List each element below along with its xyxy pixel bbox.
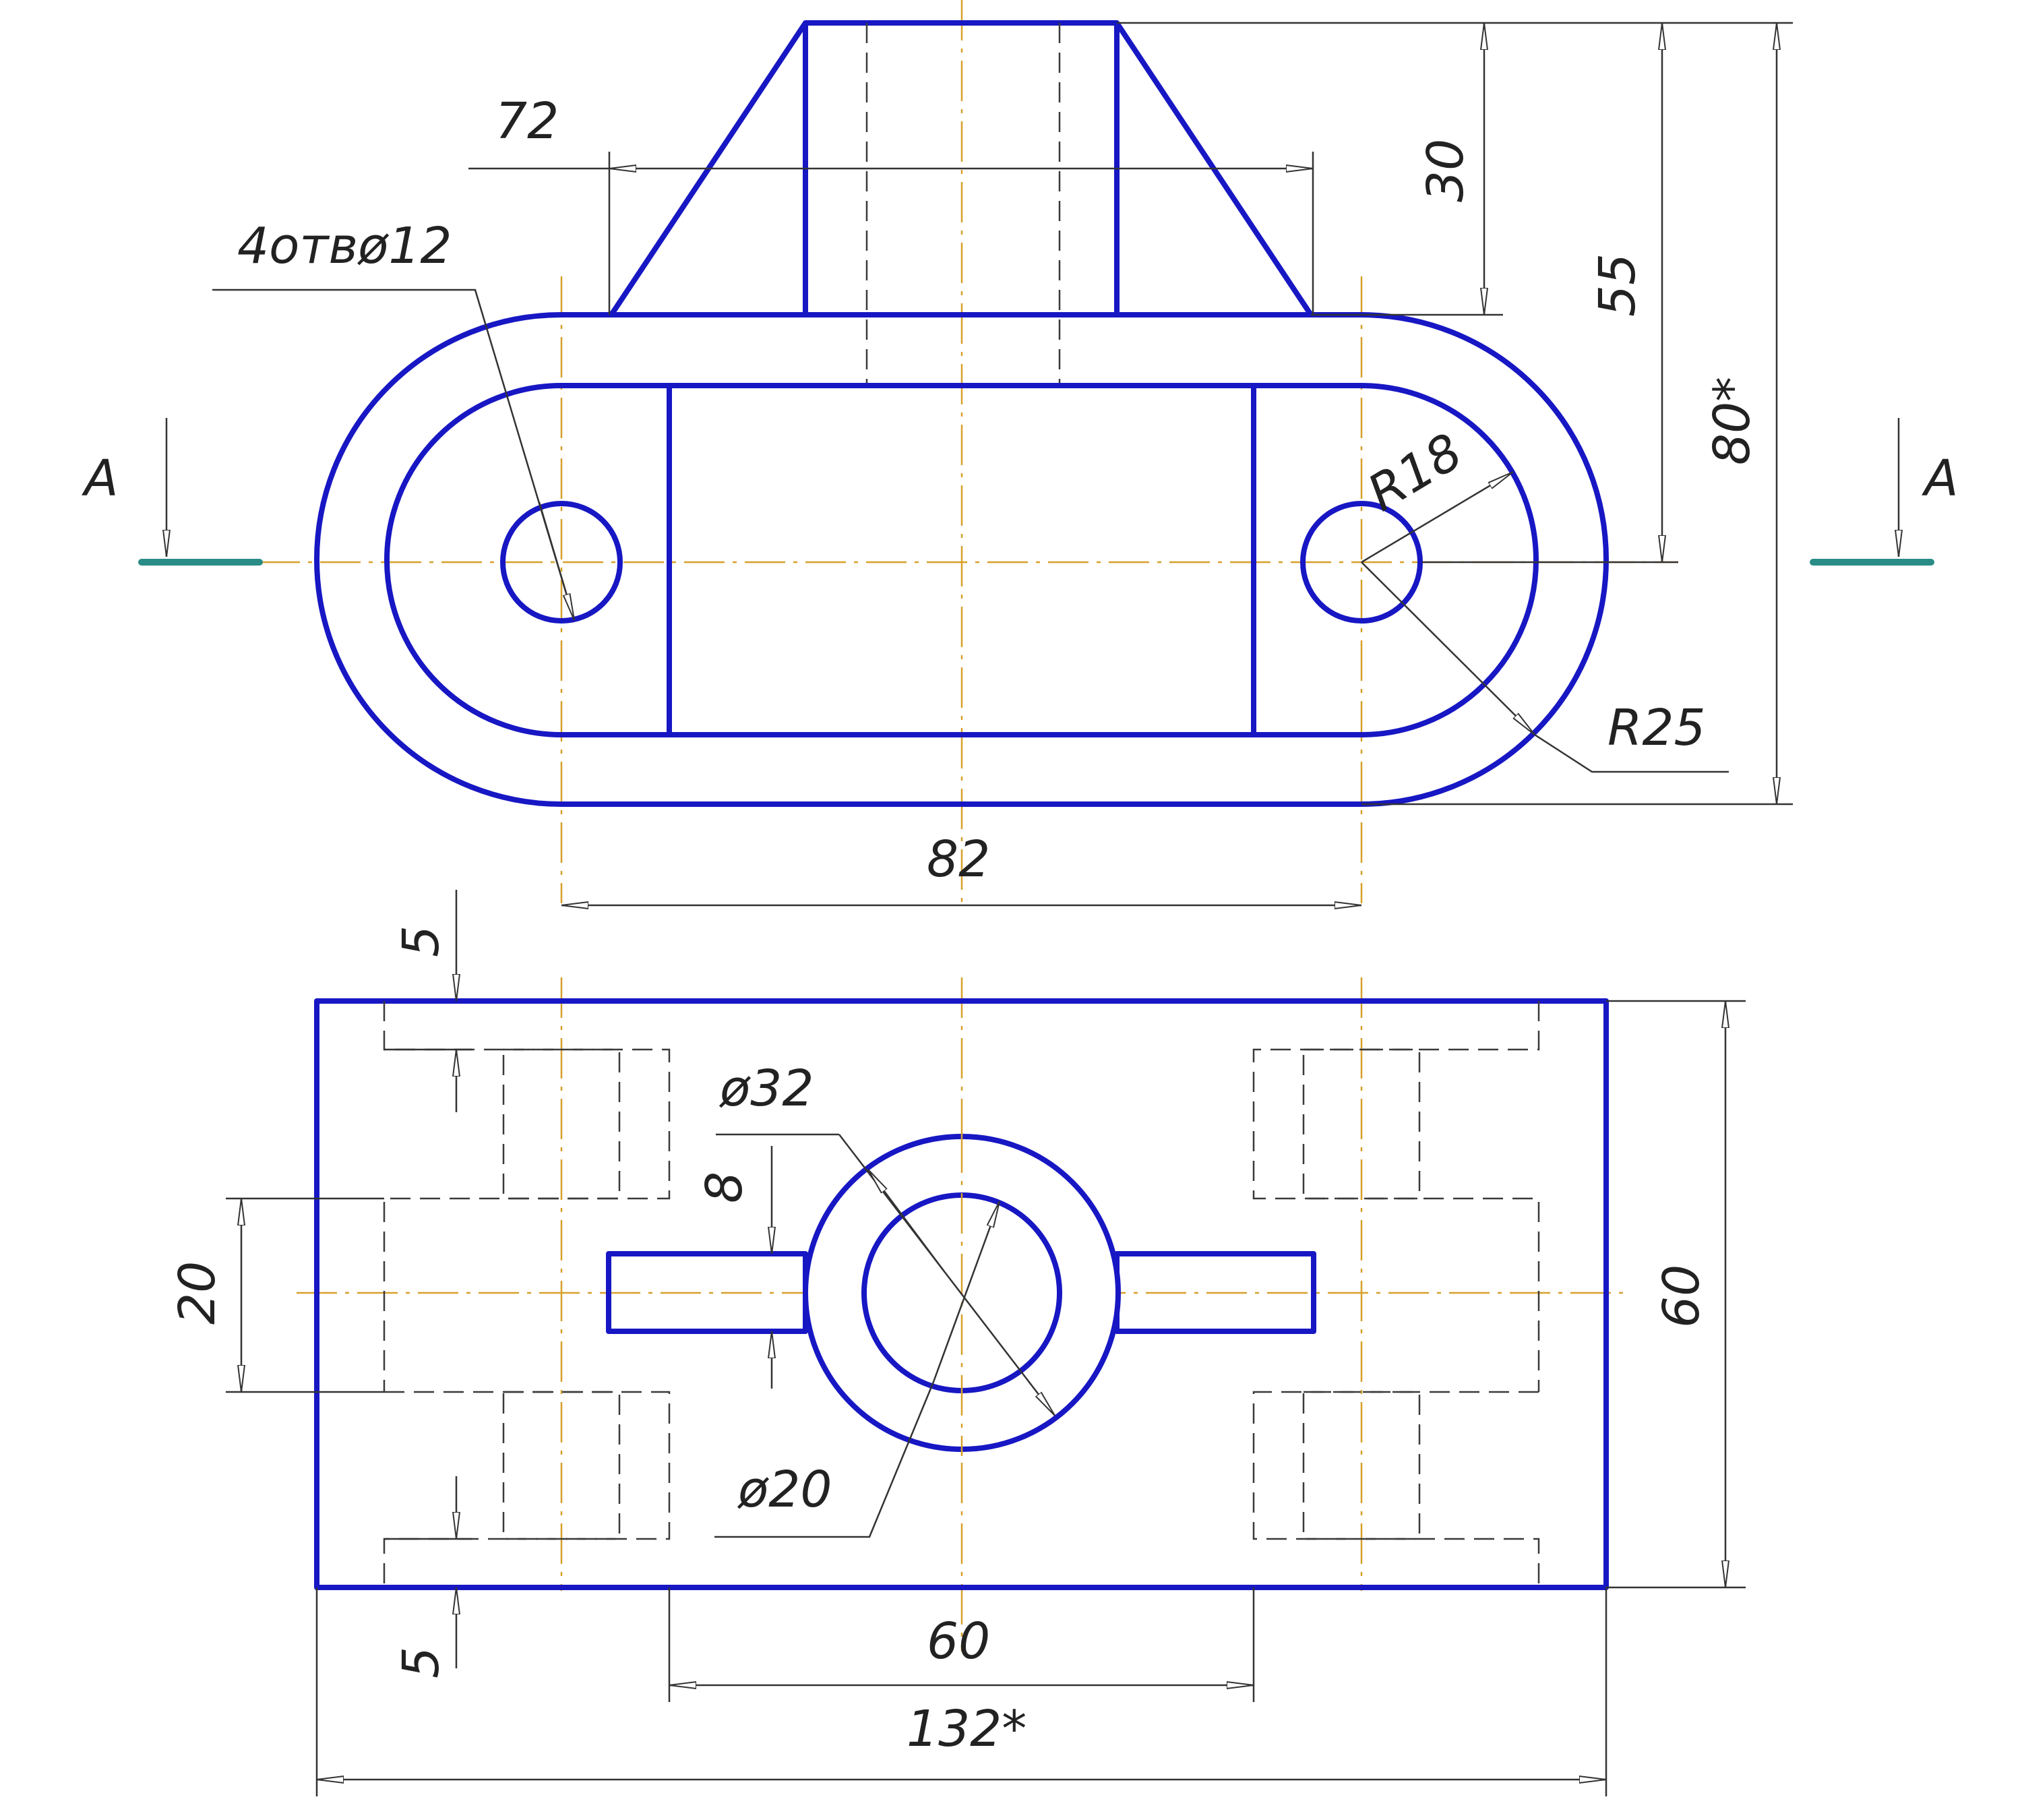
holes-note-leader [212,289,576,621]
right-hole [1300,501,1423,624]
hidden-hole-left-top [502,1048,621,1200]
top-view: 5 5 20 8 ø32 ø20 60 60 [168,890,1746,1796]
front-view: A A 72 4отвø12 30 55 80* R18 R25 82 [82,0,1959,905]
section-mark-left: A [82,450,119,508]
dim-5-bottom-label: 5 [392,1647,450,1678]
dim-phi20-label: ø20 [737,1461,832,1519]
dim-60-v-label: 60 [1653,1265,1711,1328]
dim-20-label: 20 [168,1261,226,1325]
dim-5-top-label: 5 [392,926,450,957]
dim-60-h-label: 60 [927,1612,990,1670]
base-rectangle [314,998,1609,1590]
dim-r25-line [1361,562,1535,735]
dim-72-label: 72 [495,92,559,150]
dim-phi20-line [932,1201,1001,1383]
dim-phi32-arrow-start [867,1169,945,1271]
hidden-pocket-left-bottom [383,1391,671,1587]
holes-note-label: 4отвø12 [237,217,452,275]
dim-r25-leader [1534,733,1729,773]
dim-r25-label: R25 [1607,699,1706,757]
hidden-pocket-right-top [1252,1001,1540,1392]
base-inner-stadium [384,383,1539,737]
hidden-hole-left-bottom [502,1391,621,1540]
dim-phi20-leader [714,1381,935,1538]
holes-note-arrow [538,502,576,620]
dim-r18-line [1361,471,1514,564]
dim-8-label: 8 [696,1172,754,1203]
dim-55-label: 55 [1589,253,1647,317]
hidden-pocket-right-bottom [1252,1391,1540,1587]
hidden-pocket-left-top [383,1001,671,1392]
section-mark-right: A [1922,450,1959,508]
hidden-hole-right-top [1302,1048,1421,1200]
dim-82-label: 82 [927,830,990,888]
dim-30-label: 30 [1417,139,1475,202]
dim-phi32-label: ø32 [718,1060,814,1118]
hidden-hole-right-bottom [1302,1391,1421,1540]
left-hole [500,501,623,624]
dim-132-label: 132* [907,1700,1027,1758]
dim-80-label: 80* [1703,377,1761,465]
